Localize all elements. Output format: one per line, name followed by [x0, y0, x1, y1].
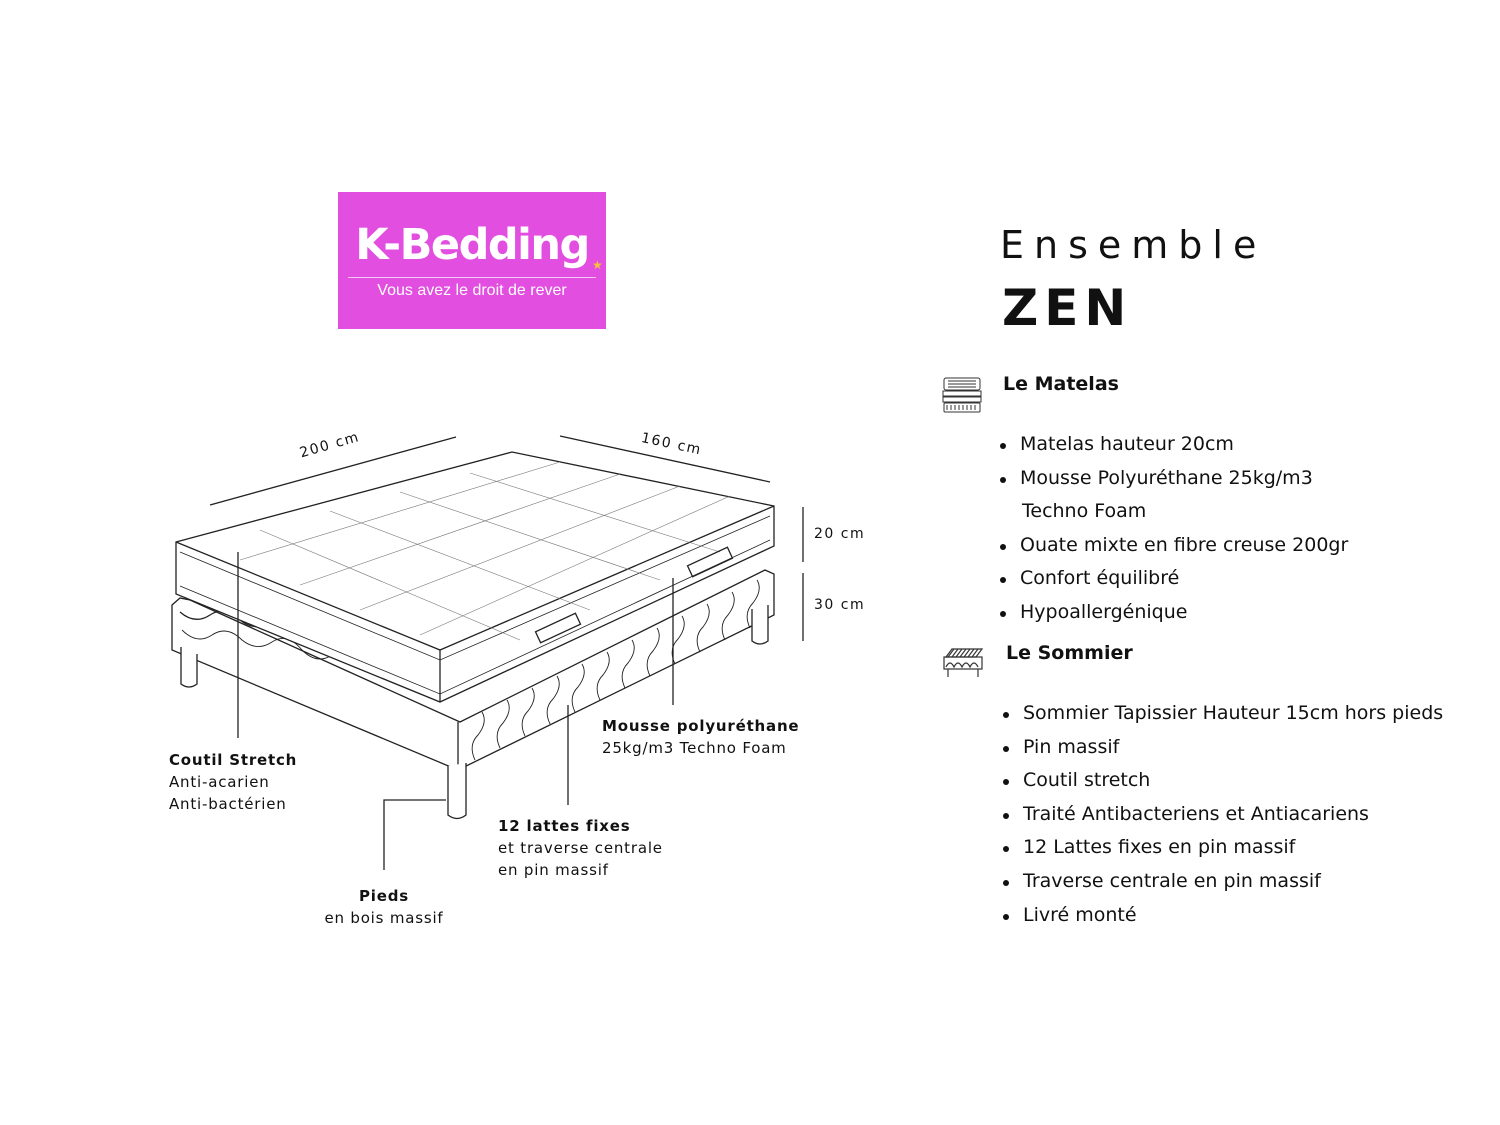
sommier-spec-item: Traité Antibacteriens et Antiacariens: [1003, 798, 1443, 832]
callout-coutil-line2: Anti-bactérien: [169, 795, 287, 813]
callout-lattes: 12 lattes fixes et traverse centrale en …: [498, 815, 663, 881]
logo-divider: [348, 277, 596, 278]
section-title-matelas: Le Matelas: [1003, 373, 1119, 395]
section-title-sommier: Le Sommier: [1006, 642, 1133, 664]
matelas-spec-item: Techno Foam: [1022, 500, 1147, 523]
callout-mousse-title: Mousse polyuréthane: [602, 717, 800, 735]
sommier-spec-list: Sommier Tapissier Hauteur 15cm hors pied…: [1003, 697, 1443, 932]
logo-tagline: Vous avez le droit de rever: [377, 282, 567, 299]
sommier-spec-item: Coutil stretch: [1003, 764, 1443, 798]
logo-brand-name: K-Bedding: [355, 220, 590, 270]
matelas-spec-item: Mousse Polyuréthane 25kg/m3: [1000, 462, 1348, 496]
sommier-spec-item: Traverse centrale en pin massif: [1003, 865, 1443, 899]
callout-pieds-title: Pieds: [359, 887, 409, 905]
callout-mousse-line1: 25kg/m3 Techno Foam: [602, 739, 787, 757]
sommier-spec-item: Sommier Tapissier Hauteur 15cm hors pied…: [1003, 697, 1443, 731]
callout-pieds: Pieds en bois massif: [300, 885, 468, 929]
callout-mousse: Mousse polyuréthane 25kg/m3 Techno Foam: [602, 715, 799, 759]
product-title-name: ZEN: [1002, 279, 1133, 337]
callout-coutil-title: Coutil Stretch: [169, 751, 298, 769]
matelas-spec-item: Confort équilibré: [1000, 562, 1348, 596]
dimension-mattress-height: 20 cm: [814, 526, 866, 542]
dimension-width: 160 cm: [639, 430, 704, 459]
callout-coutil: Coutil Stretch Anti-acarien Anti-bactéri…: [169, 749, 297, 815]
brand-logo: K-Bedding ★ Vous avez le droit de rever: [338, 192, 606, 329]
mattress-icon: [942, 377, 982, 413]
sommier-spec-item: 12 Lattes fixes en pin massif: [1003, 831, 1443, 865]
matelas-spec-item: Hypoallergénique: [1000, 596, 1348, 630]
callout-lattes-line2: en pin massif: [498, 861, 609, 879]
callout-lattes-title: 12 lattes fixes: [498, 817, 631, 835]
sommier-spec-item: Pin massif: [1003, 731, 1443, 765]
callout-lattes-line1: et traverse centrale: [498, 839, 663, 857]
callout-coutil-line1: Anti-acarien: [169, 773, 270, 791]
dimension-base-height: 30 cm: [814, 597, 866, 613]
star-icon: ★: [592, 258, 603, 272]
bed-base-icon: [943, 648, 984, 677]
product-title-prefix: Ensemble: [1000, 223, 1267, 267]
matelas-spec-item: Matelas hauteur 20cm: [1000, 428, 1348, 462]
matelas-spec-item: Ouate mixte en fibre creuse 200gr: [1000, 529, 1348, 563]
sommier-spec-item: Livré monté: [1003, 899, 1443, 933]
dimension-length: 200 cm: [298, 429, 362, 462]
callout-pieds-line1: en bois massif: [324, 909, 444, 927]
